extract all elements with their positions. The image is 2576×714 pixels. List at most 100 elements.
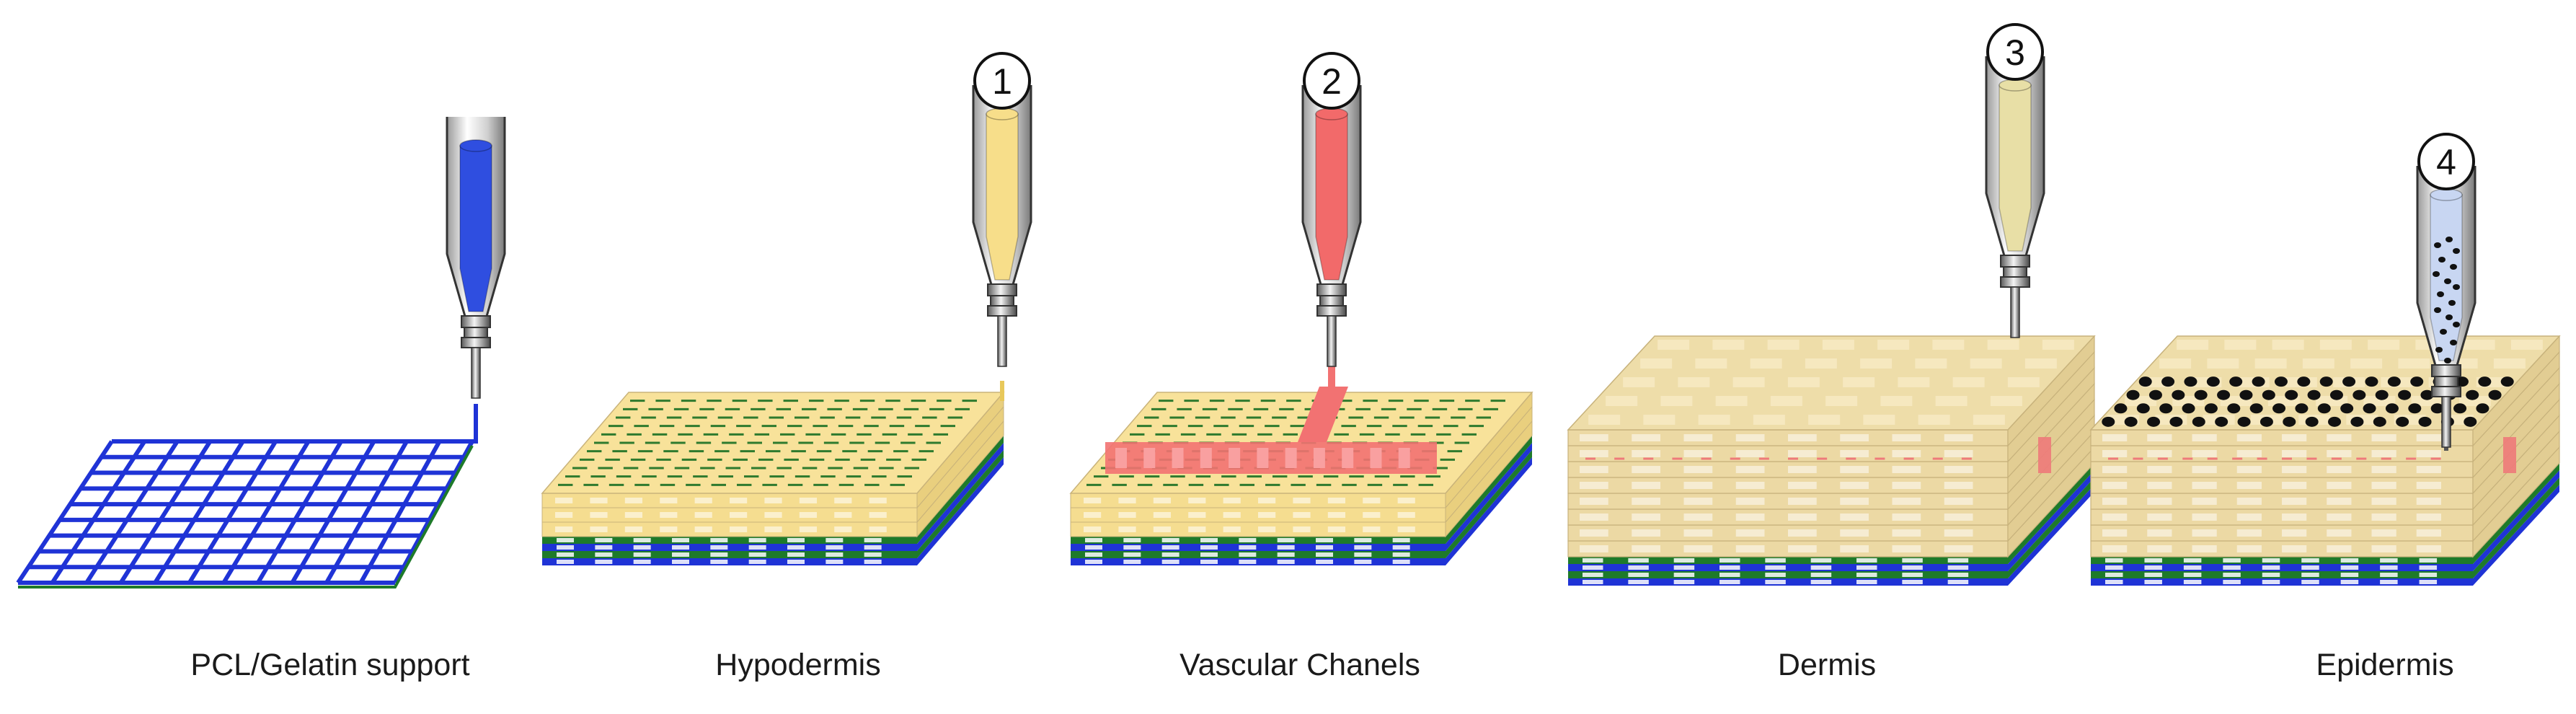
dermis-pore — [1840, 545, 1869, 552]
base-notch — [1765, 573, 1786, 577]
layer-pore — [1258, 526, 1276, 532]
top-tile — [1915, 358, 1947, 369]
base-layer-side — [2008, 477, 2094, 578]
dermis-pore — [2147, 545, 2172, 552]
epidermis-cell-dot — [2387, 376, 2401, 387]
top-tile — [1918, 415, 1950, 425]
dermis-pore — [2327, 514, 2352, 521]
base-layer-side — [2473, 470, 2559, 571]
grid-top-face — [18, 441, 472, 583]
base-notch — [1765, 558, 1786, 563]
base-notch — [1239, 552, 1257, 557]
base-notch — [2301, 565, 2319, 570]
stage-label-vascular: Vascular Chanels — [1179, 648, 1420, 682]
dermis-pore — [1944, 450, 1973, 457]
base-notch — [826, 560, 844, 564]
top-tile — [1952, 377, 1985, 387]
base-notch — [672, 560, 689, 564]
dermis-pore — [1788, 545, 1817, 552]
epidermis-cell-dot — [2464, 416, 2477, 427]
layer-pore — [1258, 512, 1276, 518]
base-notch — [1085, 538, 1102, 542]
stage-label-dermis: Dermis — [1777, 648, 1877, 682]
epidermis-cell-dot — [2307, 389, 2321, 400]
grid-edge — [18, 445, 474, 589]
epidermis-cell-dot — [2329, 389, 2343, 400]
base-notch — [2301, 573, 2319, 577]
epidermis-cell-dot — [2239, 389, 2253, 400]
cell-dot — [2450, 340, 2457, 345]
top-tile — [2207, 358, 2239, 369]
epidermis-cell-dot — [2478, 376, 2492, 387]
dermis-pore — [1735, 434, 1765, 441]
top-tile — [1767, 340, 1800, 350]
dermis-pore — [1892, 529, 1921, 537]
dermis-pore — [2192, 434, 2217, 441]
top-tile — [2042, 340, 2074, 350]
epidermis-cell-dot — [2398, 389, 2412, 400]
top-tile — [2177, 340, 2209, 350]
dermis-pore — [2236, 529, 2262, 537]
bioink — [1315, 113, 1348, 281]
cell-dot — [2453, 284, 2460, 290]
base-layer-side — [2008, 470, 2094, 571]
base-notch — [672, 552, 689, 557]
base-notch — [1277, 538, 1295, 542]
epidermis-cell-dot — [2215, 416, 2228, 427]
epidermis-cell-dot — [2363, 403, 2376, 414]
base-notch — [1765, 565, 1786, 570]
epidermis-block — [2089, 335, 2561, 586]
dermis-pore — [2416, 482, 2441, 489]
support-scaffold-grid — [16, 404, 478, 589]
dermis-pore — [2192, 545, 2217, 552]
base-notch — [864, 552, 882, 557]
top-tile — [1822, 340, 1854, 350]
base-notch — [1856, 580, 1877, 584]
dermis-pore — [1632, 434, 1660, 441]
epidermis-cell-dot — [2430, 403, 2444, 414]
base-notch — [710, 552, 728, 557]
layer-pore — [1397, 498, 1415, 503]
dermis-pore — [2416, 466, 2441, 473]
dermis-pore — [1788, 482, 1817, 489]
dermis-pore — [1840, 529, 1869, 537]
epidermis-cell-dot — [2206, 376, 2220, 387]
top-tile — [1712, 340, 1745, 350]
base-notch — [2380, 573, 2398, 577]
base-notch — [1583, 580, 1603, 584]
dermis-pore — [1632, 514, 1660, 521]
layer-pore — [624, 512, 642, 518]
epidermis-cell-dot — [2420, 389, 2434, 400]
top-tile — [2363, 396, 2396, 406]
cell-dot — [2446, 314, 2453, 320]
base-notch — [2144, 580, 2162, 584]
dermis-pore — [2282, 450, 2307, 457]
base-notch — [1161, 545, 1179, 550]
dermis-pore — [1683, 514, 1713, 521]
step-number-badge — [2417, 133, 2475, 190]
dermis-pore — [1632, 466, 1660, 473]
dermis-pore — [2102, 529, 2128, 537]
channel-segment — [1229, 448, 1241, 468]
nozzle-hub — [2000, 255, 2030, 268]
vascular-block — [1069, 391, 1533, 565]
top-tile — [1606, 396, 1638, 406]
dermis-pore — [1840, 450, 1869, 457]
dermis-pore — [2416, 545, 2441, 552]
channel-segment — [1200, 448, 1212, 468]
base-layer-side — [917, 436, 1004, 544]
epidermis-cell-dot — [2148, 389, 2162, 400]
grid-line — [50, 440, 146, 584]
base-notch — [1316, 545, 1333, 550]
dermis-pore — [1580, 434, 1608, 441]
epidermis-cell-dot — [2340, 403, 2354, 414]
top-tile — [1825, 396, 1858, 406]
base-notch — [1239, 538, 1257, 542]
cell-dot — [2434, 307, 2441, 313]
grid-line — [84, 440, 180, 584]
layer-pore — [764, 512, 782, 518]
base-notch — [1354, 545, 1372, 550]
dermis-pore — [2236, 482, 2262, 489]
base-notch — [1673, 565, 1695, 570]
